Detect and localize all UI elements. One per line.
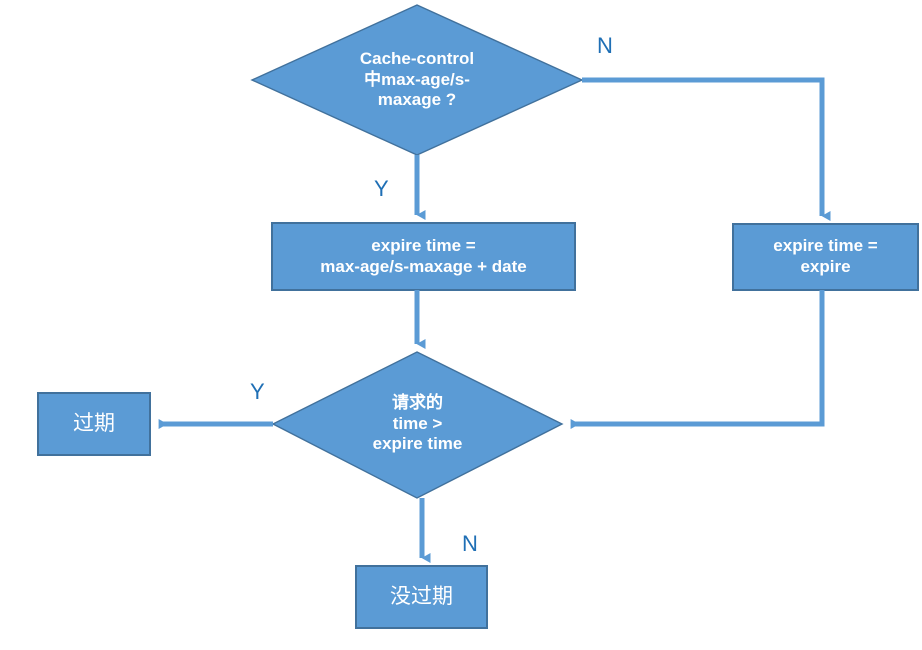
edge-label-request-time-yes: Y bbox=[250, 379, 265, 404]
decision-cache-control-shape bbox=[250, 4, 584, 156]
edge-label-cache-control-yes: Y bbox=[374, 176, 389, 201]
edge-cache-control-no bbox=[582, 77, 831, 221]
process-expire-expire-shape bbox=[732, 223, 919, 291]
edge-expire-box-to-decision bbox=[570, 290, 825, 429]
terminal-not-expired-shape bbox=[355, 565, 488, 629]
edge-label-cache-control-no: N bbox=[597, 33, 613, 58]
edge-label-request-time-no: N bbox=[462, 531, 478, 556]
terminal-expired-shape bbox=[37, 392, 151, 456]
process-expire-maxage-shape bbox=[271, 222, 576, 291]
decision-request-time-shape bbox=[271, 351, 564, 499]
